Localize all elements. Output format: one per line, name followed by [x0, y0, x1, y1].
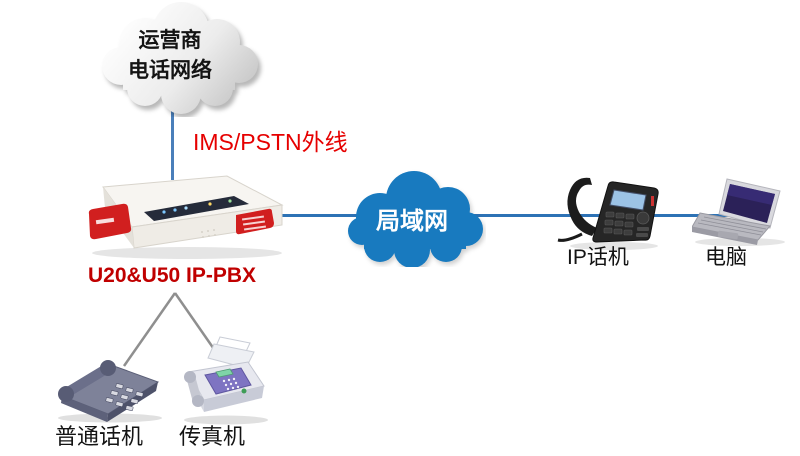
lan-line	[262, 214, 728, 217]
carrier-cloud-label-line2: 电话网络	[128, 59, 212, 82]
carrier-cloud-label: 运营商 电话网络	[90, 26, 250, 86]
ip-phone-label: IP话机	[567, 246, 629, 269]
pc-label: 电脑	[705, 246, 747, 269]
trunk-link-label: IMS/PSTN外线	[193, 129, 348, 155]
pbx-label: U20&U50 IP-PBX	[87, 264, 257, 287]
carrier-cloud-icon	[102, 2, 258, 114]
fax-machine-image	[184, 336, 268, 425]
lan-cloud-icon	[348, 171, 483, 267]
branch-lines	[122, 292, 218, 367]
lan-cloud-label: 局域网	[376, 208, 448, 235]
carrier-cloud-label-line1: 运营商	[138, 29, 202, 52]
ippbx-device-image	[88, 175, 284, 259]
ip-phone-image	[557, 177, 659, 250]
laptop-image	[692, 178, 785, 246]
fax-label: 传真机	[179, 424, 246, 449]
analog-phone-image	[58, 360, 162, 423]
trunk-line	[171, 94, 174, 180]
analog-phone-label: 普通话机	[55, 424, 144, 449]
